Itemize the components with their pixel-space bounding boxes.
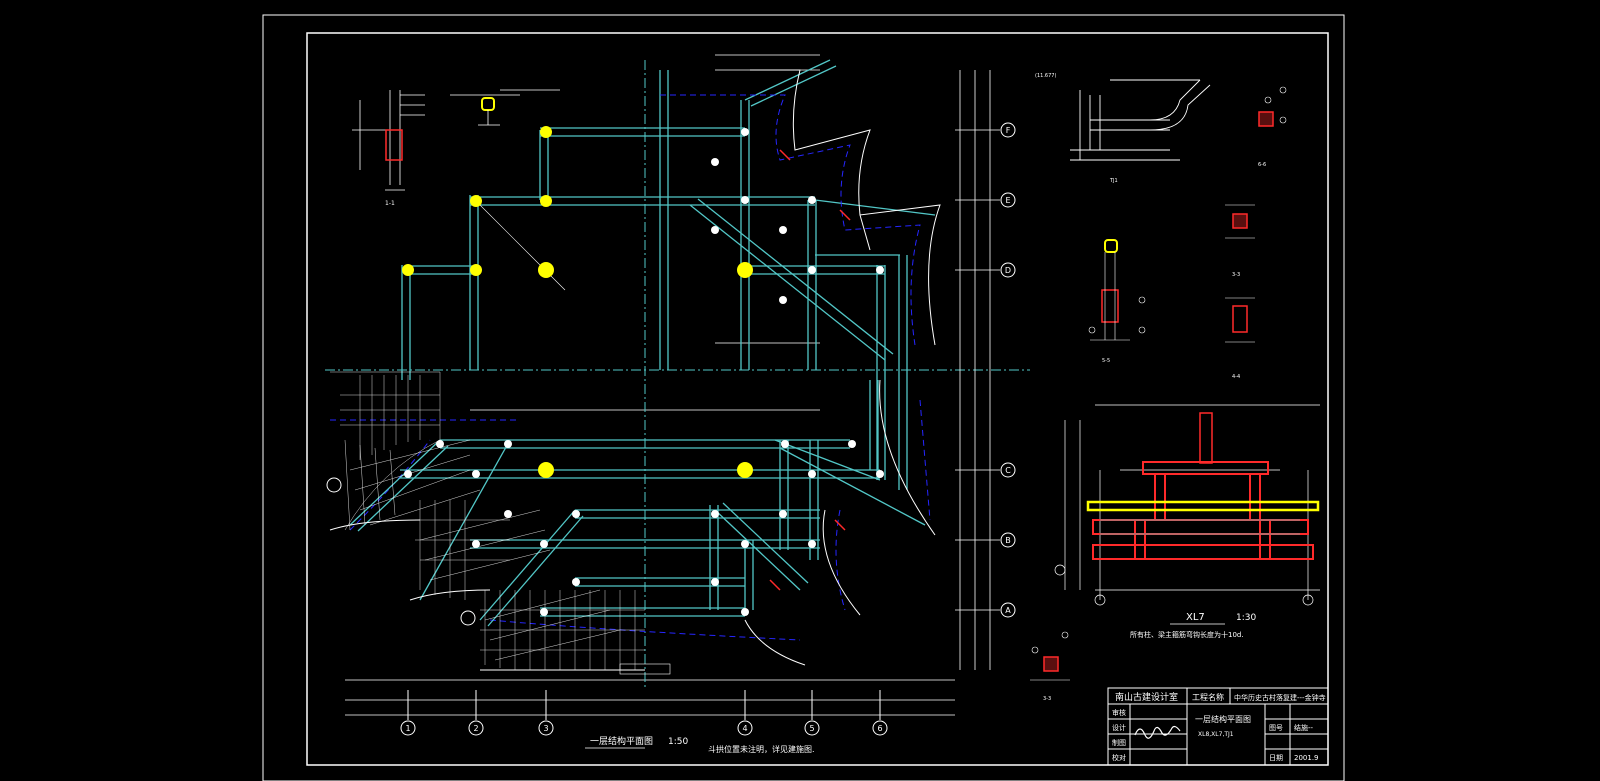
axis-bubble-5: 5 [804,720,820,736]
axis-letter-label: E [1005,196,1010,205]
plan-note: 斗拱位置未注明，详见建施图. [708,744,815,754]
signature [1134,725,1181,739]
drawing-no-label: 图号 [1269,724,1283,732]
inner-frame [306,32,1329,766]
section-1-1-label: 1-1 [385,200,395,207]
floor-plan: 1 2 3 4 5 6 F E D C B A 一层结构平面图 1:50 斗拱位置未注明，详见建施图… [325,54,1030,754]
axis-bubble-2: 2 [468,720,484,736]
section-title: XL7 [1186,612,1205,623]
svg-text:(11.677): (11.677) [1035,73,1056,79]
axis-number-label: 1 [405,724,410,733]
section-6-6-top-label: 6-6 [1258,162,1266,168]
axis-letter-label: C [1005,466,1011,475]
section-scale: 1:30 [1236,613,1256,623]
plan-title: 一层结构平面图 [590,735,653,747]
axis-bubble-3: 3 [538,720,554,736]
axis-bubble-D: D [1000,262,1016,278]
axis-letter-label: D [1005,266,1011,275]
section-5-5-label: 5-5 [1102,358,1110,364]
drawing-subtitle: XL8,XL7,TJ1 [1198,731,1234,738]
detail-eave-section: (11.677) TJ1 6-6 3-3 4-4 5- [1035,73,1287,380]
svg-text:4-4: 4-4 [1232,374,1240,380]
axis-bubble-F: F [1000,122,1016,138]
axis-bubble-1: 1 [400,720,416,736]
project-name: 中华历史古村落复建---金钟寺 [1234,693,1326,702]
section-note: 所有柱、梁主箍筋弯钩长度为十10d. [1130,630,1244,639]
title-block: 南山古建设计室 工程名称 中华历史古村落复建---金钟寺 审核 设计 制图 校对… [1107,687,1329,766]
drawing-no: 结施-- [1294,723,1314,732]
project-label: 工程名称 [1192,692,1224,702]
column-markers [402,126,753,478]
detail-bottom-small: 3-3 [1030,631,1070,702]
drawing-title: 一层结构平面图 [1195,714,1251,724]
axis-letter-label: F [1006,126,1011,135]
axis-letter-label: B [1005,536,1011,545]
plan-scale: 1:50 [668,737,688,747]
outer-frame [262,14,1345,781]
design-label: 设计 [1112,723,1126,732]
axis-bubble-B: B [1000,532,1016,548]
svg-text:TJ1: TJ1 [1109,178,1118,184]
axis-letter-label: A [1005,606,1011,615]
date-label: 日期 [1269,754,1283,762]
axis-bubble-6: 6 [872,720,888,736]
check-label: 校对 [1112,753,1126,762]
axis-number-label: 3 [543,724,548,733]
axis-number-label: 2 [473,724,478,733]
axis-bubble-4: 4 [737,720,753,736]
axis-bubble-A: A [1000,602,1016,618]
xl7-section: XL7 1:30 所有柱、梁主箍筋弯钩长度为十10d. [1054,404,1320,639]
axis-number-label: 5 [809,724,814,733]
designer-org: 南山古建设计室 [1115,691,1178,703]
node-markers [404,128,884,616]
axis-bubble-E: E [1000,192,1016,208]
date-value: 2001.9 [1294,754,1319,762]
detail-top-left: 1-1 [352,89,560,207]
draw-label: 制图 [1112,738,1126,747]
section-3-3-bottom-label: 3-3 [1043,696,1051,702]
svg-text:3-3: 3-3 [1232,272,1240,278]
axis-bubble-C: C [1000,462,1016,478]
axis-number-label: 4 [742,724,747,733]
axis-number-label: 6 [877,724,882,733]
review-label: 审核 [1112,708,1126,717]
